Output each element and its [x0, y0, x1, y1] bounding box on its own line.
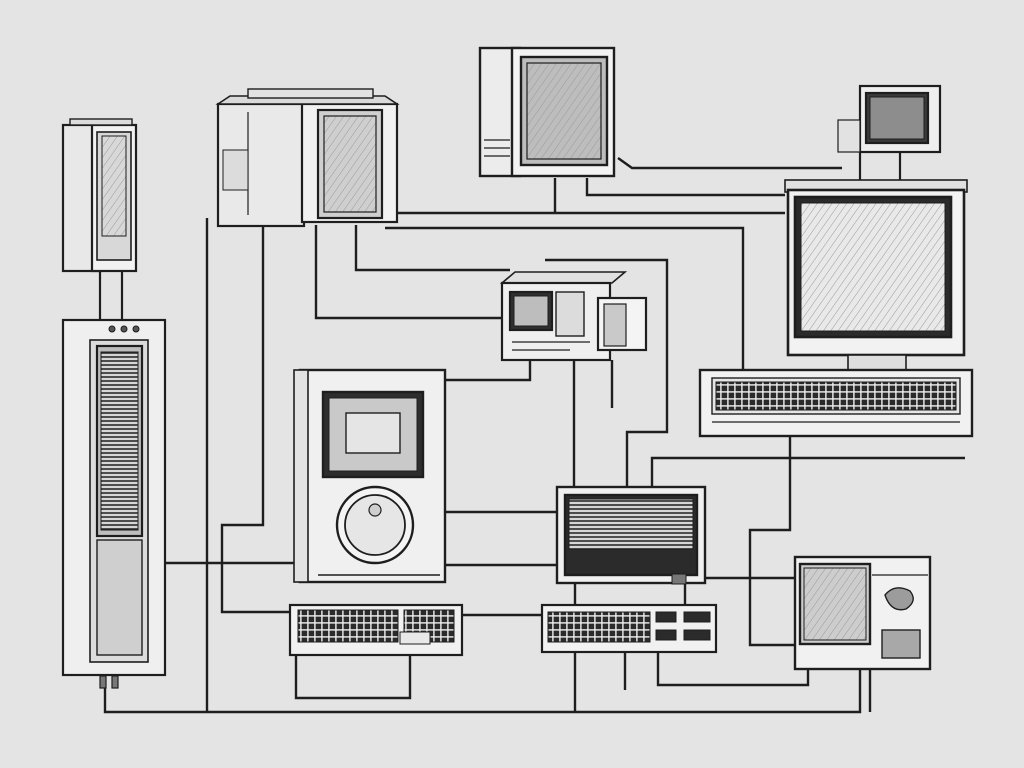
cable-left-kb-bottom: [294, 655, 412, 700]
cable-top-monitor-right: [585, 178, 785, 197]
cable-mainframe-to-hub: [314, 225, 502, 320]
cable-mainframe-hub-2: [354, 225, 510, 272]
hub-box-icon: [499, 271, 648, 362]
cable-network: [103, 157, 965, 714]
cable-mainframe-to-speaker: [220, 225, 290, 614]
speaker-console-icon: [293, 368, 447, 584]
striped-monitor-icon: [555, 485, 707, 585]
left-keyboard-icon: [288, 603, 464, 657]
small-monitor-icon: [837, 84, 942, 180]
cable-hub-right: [545, 258, 669, 487]
cable-hub-to-speaker: [445, 360, 532, 382]
cable-desktop-to-screen: [650, 456, 965, 487]
cable-mainframe-desktop-2: [385, 226, 745, 370]
small-tower-unit-icon: [61, 118, 138, 320]
tower-server-icon: [61, 318, 167, 689]
mainframe-unit-icon: [215, 88, 400, 228]
desktop-computer-icon: [784, 179, 968, 372]
cable-tower-bottom: [103, 668, 862, 714]
cable-desktop-down: [748, 437, 795, 647]
cable-top-monitor-small: [617, 157, 842, 170]
cable-mid-kb-right: [656, 652, 810, 687]
desktop-keyboard-icon: [698, 368, 974, 438]
map-display-icon: [793, 555, 932, 671]
crt-monitor-top-icon: [478, 46, 616, 178]
middle-keyboard-icon: [540, 603, 718, 654]
